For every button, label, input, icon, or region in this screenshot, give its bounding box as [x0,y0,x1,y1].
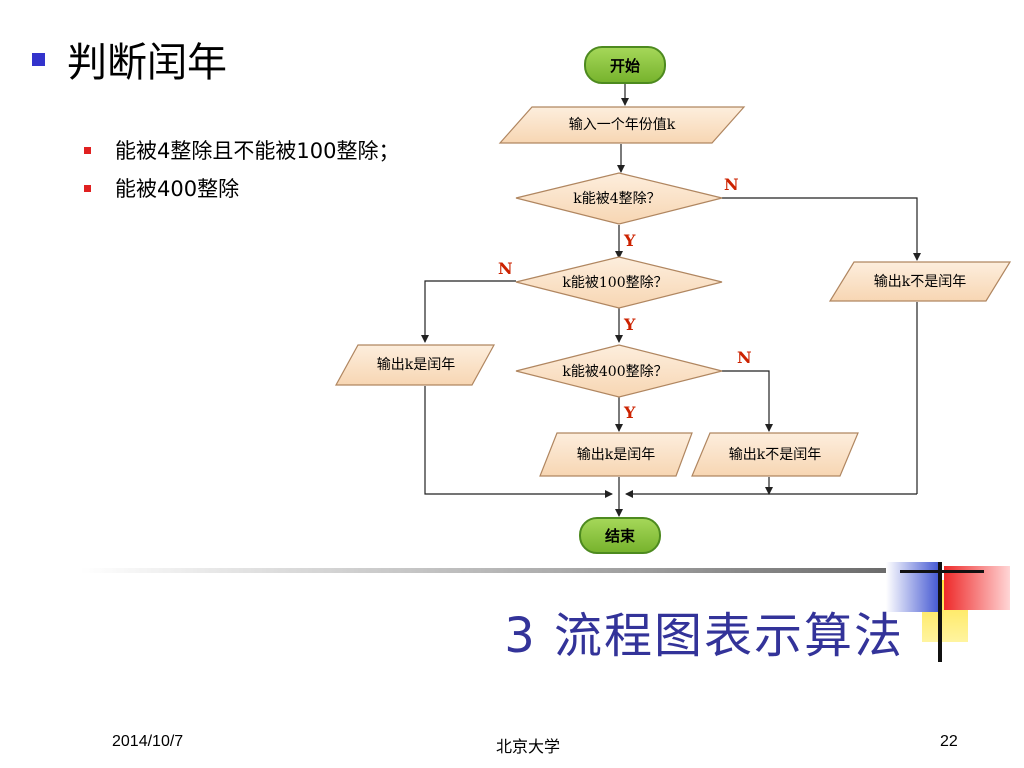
decision-div400-label: k能被400整除？ [562,364,667,380]
output-leap-2-label: 输出k是闰年 [577,447,655,463]
heading-bullet [32,52,45,66]
list-item: 能被4整除且不能被100整除； [84,131,399,169]
output-leap-1: 输出k是闰年 [334,344,496,386]
label-yes-div4: Y [623,231,636,250]
connector-d1-no [722,197,921,261]
input-label: 输入一个年份值k [569,117,676,133]
label-no-div100: N [498,259,513,278]
heading-text: 判断闰年 [67,40,227,86]
deco-vertical-bar [938,562,942,662]
label-no-div4: N [724,175,739,194]
output-not-leap-1: 输出k不是闰年 [828,261,1012,302]
output-not-leap-2: 输出k不是闰年 [691,432,859,477]
slide-title: 3 流程图表示算法 [504,608,904,664]
slide-heading: 判断闰年 [32,30,227,88]
condition-list: 能被4整除且不能被100整除； 能被400整除 [84,131,399,207]
decision-div4-label: k能被4整除？ [573,191,660,207]
label-yes-div100: Y [623,315,636,334]
list-bullet [84,146,91,154]
footer-page-number: 22 [940,733,958,750]
deco-horizontal-bar [900,570,984,573]
footer-date: 2014/10/7 [112,733,184,750]
connector-d3-no [722,370,773,432]
start-node: 开始 [584,46,666,84]
decision-div4: k能被4整除？ [515,172,723,225]
end-node: 结束 [579,517,661,554]
label-yes-div400: Y [623,403,636,422]
decision-div400: k能被400整除？ [515,344,723,398]
title-divider [80,568,910,573]
output-leap-1-label: 输出k是闰年 [377,357,455,373]
connector-d2-no [421,280,516,343]
decision-div100: k能被100整除？ [515,256,723,309]
decision-div100-label: k能被100整除？ [562,275,667,291]
deco-red-block [944,566,1010,610]
label-no-div400: N [737,348,752,367]
list-item: 能被400整除 [84,169,399,207]
condition-text: 能被400整除 [115,177,240,201]
connector-out-leap1-end [424,386,613,498]
input-node: 输入一个年份值k [498,106,746,144]
output-not-leap-2-label: 输出k不是闰年 [729,447,821,463]
start-label: 开始 [610,57,640,75]
output-not-leap-1-label: 输出k不是闰年 [874,274,966,290]
connectors [421,84,921,517]
output-leap-2: 输出k是闰年 [539,432,693,477]
end-label: 结束 [605,527,636,545]
list-bullet [84,184,91,192]
condition-text: 能被4整除且不能被100整除； [115,139,400,163]
footer-center: 北京大学 [496,739,561,756]
